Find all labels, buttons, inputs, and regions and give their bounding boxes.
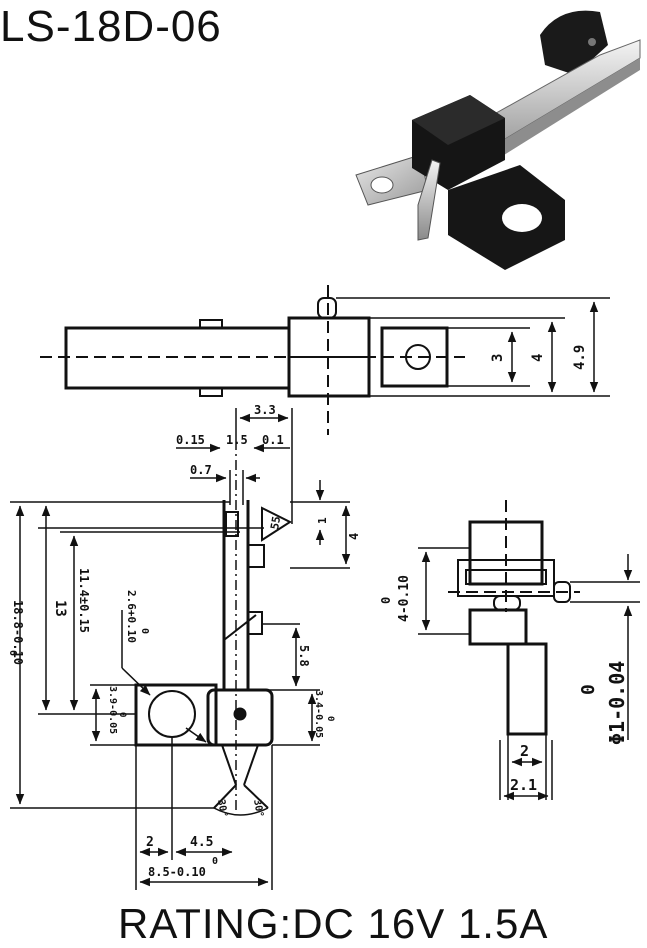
dim-phi-1: Φ1-0.04	[605, 661, 629, 745]
dim-13: 13	[52, 600, 68, 617]
dim-1: 1	[316, 517, 329, 524]
dim-top-4-9: 4.9	[572, 345, 588, 370]
dim-side-4: 4-0.10	[397, 575, 412, 622]
dim-18-8-tol: 0	[7, 650, 18, 656]
top-view	[40, 285, 610, 435]
dim-0-15: 0.15	[176, 433, 205, 447]
dim-2: 2	[146, 835, 154, 850]
dim-side-2-1: 2.1	[510, 776, 537, 794]
dim-4-5: 4.5	[190, 835, 213, 850]
dim-4: 4	[347, 533, 361, 540]
dim-0-7: 0.7	[190, 463, 212, 477]
dim-2-6: 2.6+0.10	[125, 590, 138, 643]
angle-30-left: 30°	[215, 799, 229, 819]
dim-11-4: 11.4±0.15	[77, 568, 91, 633]
dim-8-5-tol: 0	[212, 856, 218, 867]
dim-side-4-tol: 0	[379, 597, 393, 604]
dim-5-8: 5.8	[297, 645, 311, 667]
dim-phi-1-tol: 0	[578, 684, 599, 695]
dim-top-4: 4	[530, 354, 546, 362]
part-number-title: LS-18D-06	[0, 2, 222, 51]
dim-18-8: 18.8-0.10	[11, 600, 25, 665]
dim-3-9: 3.9-0.05	[107, 686, 118, 734]
angle-55: 55	[268, 515, 283, 530]
dim-0-1: 0.1	[262, 433, 284, 447]
dim-3-9-tol: 0	[117, 712, 127, 717]
dim-side-2: 2	[520, 742, 529, 760]
product-photo	[355, 10, 641, 270]
dim-3-4: 3.4-0.05	[313, 690, 324, 738]
front-view	[10, 408, 351, 890]
angle-30-right: 30°	[251, 799, 265, 819]
dim-3-4-tol: 0	[325, 716, 335, 721]
dim-top-3: 3	[490, 354, 506, 362]
dim-2-6-tol: 0	[139, 628, 150, 634]
dim-8-5: 8.5-0.10	[148, 865, 206, 879]
dim-3-3: 3.3	[254, 403, 276, 417]
dim-1-5: 1.5	[226, 433, 248, 447]
side-view	[418, 500, 640, 801]
rating-label: RATING:DC 16V 1.5A	[118, 900, 549, 947]
